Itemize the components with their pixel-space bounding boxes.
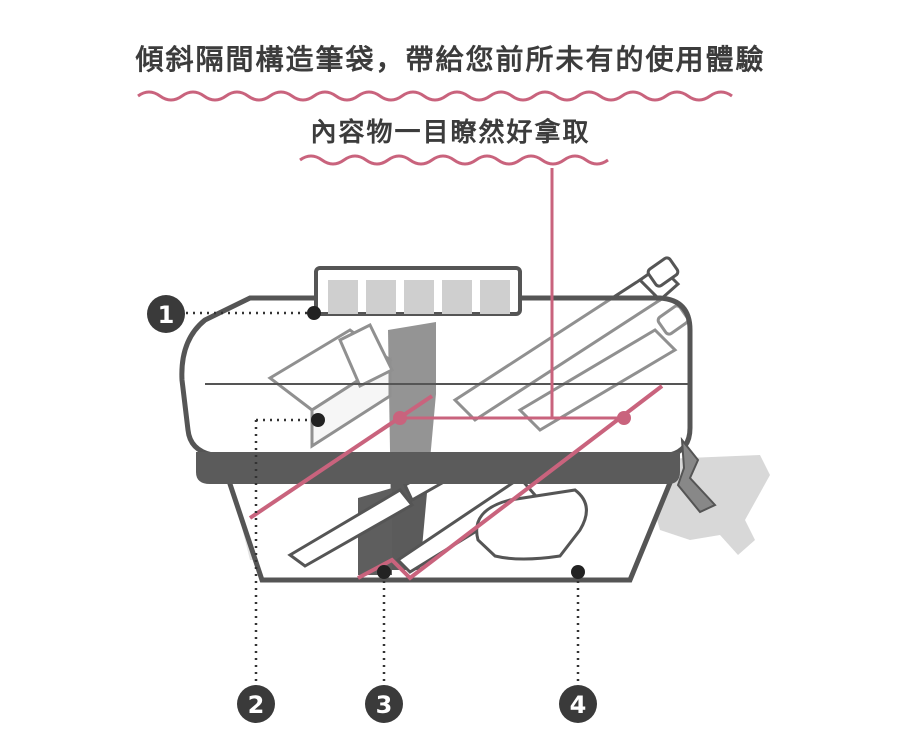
headline-wave: [137, 90, 733, 102]
accent-indicator: [248, 168, 664, 581]
callout-1: 1: [147, 295, 185, 333]
callout-2-label: 2: [248, 691, 265, 719]
case-upper-body: [179, 295, 693, 458]
callout-3: 3: [365, 685, 403, 723]
headline: 傾斜隔間構造筆袋，帶給您前所未有的使用體驗: [135, 43, 766, 76]
anchor-dots: [307, 306, 585, 579]
subline: 內容物一目瞭然好拿取: [310, 118, 591, 148]
callout-3-label: 3: [376, 691, 393, 719]
callout-2: 2: [237, 685, 275, 723]
leader-lines: [186, 311, 580, 684]
card-holder: [314, 266, 522, 316]
case-rim: [196, 452, 680, 484]
callout-1-label: 1: [158, 301, 175, 329]
subline-wave: [299, 154, 609, 166]
eraser-item: [267, 322, 395, 449]
callout-4: 4: [559, 685, 597, 723]
zipper-pull: [676, 436, 717, 514]
callout-4-label: 4: [570, 691, 587, 719]
